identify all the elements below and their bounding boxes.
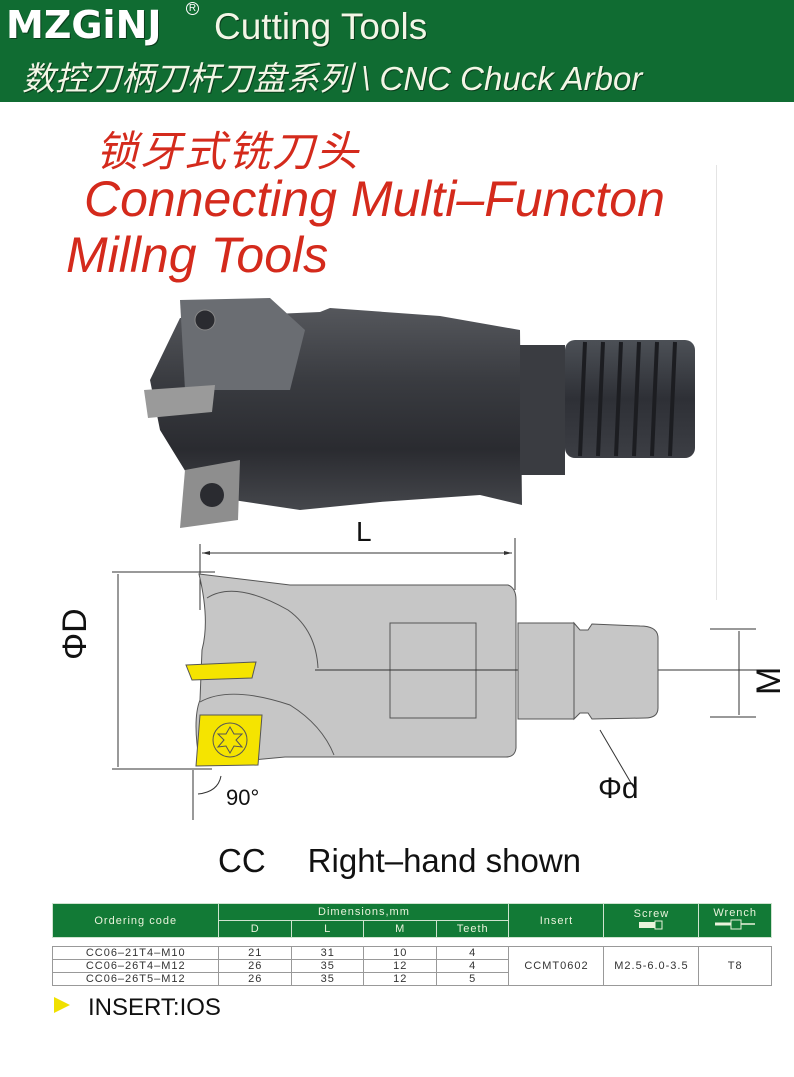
wrench-label: Wrench bbox=[713, 907, 758, 919]
wrench-icon bbox=[715, 919, 756, 930]
header-L: L bbox=[290, 920, 365, 938]
product-title-english-2: Millng Tools bbox=[66, 227, 329, 283]
product-title-chinese: 锁牙式铣刀头 bbox=[96, 128, 361, 175]
dim-label-D: ΦD bbox=[56, 608, 94, 660]
header-ordering-code: Ordering code bbox=[51, 903, 220, 938]
dim-label-M: M bbox=[750, 666, 788, 695]
caption-text: Right–hand shown bbox=[307, 842, 582, 879]
dim-label-L: L bbox=[356, 516, 372, 547]
cell-teeth: 4 bbox=[435, 946, 510, 960]
cell-wrench: T8 bbox=[698, 946, 772, 986]
header-wrench: Wrench bbox=[698, 903, 772, 938]
cell-teeth: 5 bbox=[435, 972, 510, 986]
angle-label: 90° bbox=[226, 785, 260, 810]
header-D: D bbox=[218, 920, 292, 938]
tagline: Cutting Tools bbox=[214, 6, 428, 47]
registered-mark: R bbox=[186, 2, 199, 15]
cell-screw: M2.5-6.0-3.5 bbox=[603, 946, 700, 986]
table-row: CC06–26T5–M12 26 35 12 5 bbox=[51, 972, 772, 986]
spec-table: Ordering code Dimensions,mm Insert Screw… bbox=[51, 903, 772, 986]
cell-insert: CCMT0602 bbox=[508, 946, 605, 986]
caption-code: CC bbox=[218, 842, 266, 879]
cell-D: 26 bbox=[218, 959, 292, 973]
drawing-caption: CC Right–hand shown bbox=[218, 842, 581, 880]
cell-M: 12 bbox=[363, 959, 437, 973]
screw-label: Screw bbox=[633, 908, 670, 920]
dim-label-d: Φd bbox=[598, 772, 639, 805]
insert-note: INSERT:IOS bbox=[54, 994, 221, 1022]
triangle-bullet-icon bbox=[54, 997, 70, 1013]
cell-L: 31 bbox=[290, 946, 365, 960]
header-insert: Insert bbox=[508, 903, 605, 938]
cell-D: 26 bbox=[218, 972, 292, 986]
brand-logo: MZGiNJ bbox=[6, 3, 162, 47]
cell-L: 35 bbox=[290, 972, 365, 986]
cell-teeth: 4 bbox=[435, 959, 510, 973]
cell-code: CC06–26T4–M12 bbox=[51, 959, 220, 973]
product-photo bbox=[144, 298, 695, 528]
insert-note-text: INSERT:IOS bbox=[88, 994, 221, 1021]
table-row: CC06–21T4–M10 21 31 10 4 CCMT0602 M2.5-6… bbox=[51, 946, 772, 986]
cell-code: CC06–26T5–M12 bbox=[51, 972, 220, 986]
header-screw: Screw bbox=[603, 903, 700, 938]
series-title: 数控刀柄刀杆刀盘系列 \ CNC Chuck Arbor bbox=[22, 60, 643, 97]
header-teeth: Teeth bbox=[435, 920, 510, 938]
cell-L: 35 bbox=[290, 959, 365, 973]
header-banner: MZGiNJ R Cutting Tools 数控刀柄刀杆刀盘系列 \ CNC … bbox=[0, 0, 794, 102]
cell-code: CC06–21T4–M10 bbox=[51, 946, 220, 960]
screw-icon bbox=[639, 920, 663, 930]
cell-M: 12 bbox=[363, 972, 437, 986]
cell-M: 10 bbox=[363, 946, 437, 960]
header-M: M bbox=[363, 920, 437, 938]
cell-D: 21 bbox=[218, 946, 292, 960]
table-row: CC06–26T4–M12 26 35 12 4 bbox=[51, 959, 772, 973]
product-title-english-1: Connecting Multi–Functon bbox=[84, 171, 665, 227]
divider-line bbox=[716, 165, 717, 600]
technical-drawing bbox=[112, 538, 767, 820]
header-dimensions: Dimensions,mm bbox=[218, 903, 510, 921]
